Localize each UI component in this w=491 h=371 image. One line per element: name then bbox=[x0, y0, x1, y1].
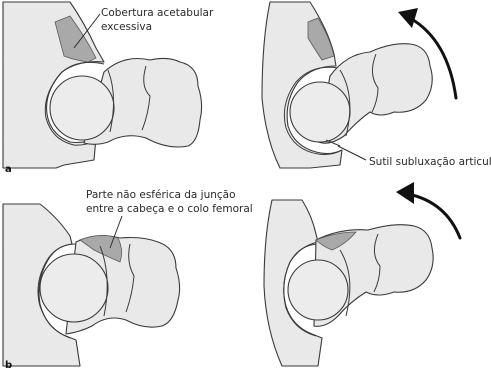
femoral-head bbox=[40, 254, 108, 322]
femoral-head bbox=[290, 82, 350, 142]
overcoverage-label-line2: excessiva bbox=[101, 21, 152, 33]
panel-letter-a: a bbox=[5, 164, 12, 175]
overcoverage-label-line1: Cobertura acetabular bbox=[101, 7, 214, 19]
cam-label-line1: Parte não esférica da junção bbox=[86, 189, 236, 201]
panel-letter-b: b bbox=[5, 360, 12, 371]
rotation-arrow-head bbox=[396, 182, 414, 204]
panel-b-left-hip bbox=[3, 204, 180, 366]
subluxation-leader bbox=[338, 146, 366, 160]
panel-b-right-hip bbox=[264, 200, 433, 366]
rotation-arrow-head bbox=[398, 8, 418, 28]
panel-a-right-hip bbox=[262, 2, 432, 168]
cam-label-line2: entre a cabeça e o colo femoral bbox=[86, 203, 253, 215]
subluxation-label: Sutil subluxação articular bbox=[369, 156, 491, 168]
femoral-head bbox=[288, 260, 348, 320]
femoral-head bbox=[50, 76, 114, 140]
